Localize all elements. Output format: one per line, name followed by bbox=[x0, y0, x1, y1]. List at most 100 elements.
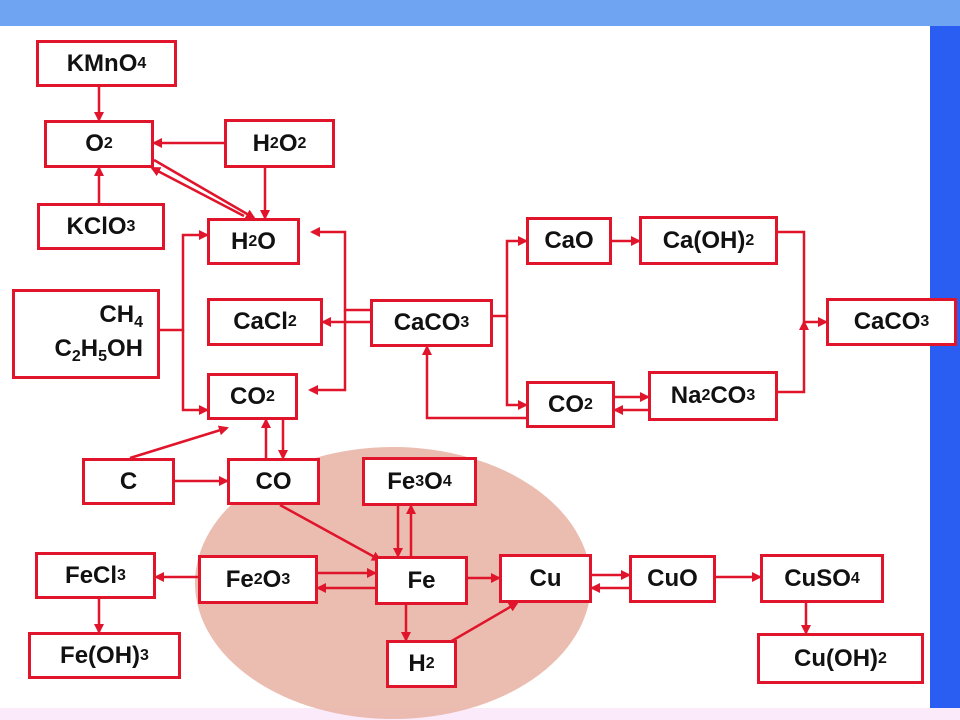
formula-text: Fe(OH) bbox=[60, 641, 141, 669]
formula-text: CuO bbox=[647, 565, 698, 592]
formula-text: Cu(OH) bbox=[794, 644, 879, 672]
bottom-bar bbox=[0, 708, 960, 720]
formula-subscript: 3 bbox=[746, 387, 756, 404]
formula-subscript: 2 bbox=[878, 649, 887, 667]
node-cuo: CuO bbox=[629, 555, 716, 603]
formula-text: CaO bbox=[544, 227, 594, 254]
formula-subscript: 4 bbox=[137, 54, 147, 72]
node-cu: Cu bbox=[499, 554, 592, 603]
arrow-caco3a-to-cao bbox=[493, 236, 528, 318]
formula-subscript: 2 bbox=[253, 570, 263, 588]
formula-text: CuSO bbox=[784, 564, 851, 592]
formula-subscript: 2 bbox=[745, 231, 755, 249]
formula-text: C bbox=[119, 467, 138, 495]
formula-text: O bbox=[262, 565, 282, 593]
formula-subscript: 2 bbox=[297, 134, 307, 152]
formula-text: H bbox=[252, 129, 270, 157]
formula-subscript: 3 bbox=[415, 472, 425, 490]
formula-text: O bbox=[278, 129, 298, 157]
formula-text: OH bbox=[107, 335, 143, 362]
formula-subscript: 3 bbox=[281, 570, 291, 588]
formula-text: H bbox=[231, 227, 249, 255]
formula-line: CH4 bbox=[99, 303, 143, 331]
formula-text: Fe bbox=[407, 566, 436, 594]
formula-text: KClO bbox=[66, 212, 127, 240]
formula-text: O bbox=[257, 227, 276, 255]
top-bar bbox=[0, 0, 960, 26]
formula-text: CaCO bbox=[853, 308, 921, 335]
formula-text: Fe bbox=[387, 467, 416, 495]
formula-text: H bbox=[80, 335, 99, 362]
arrow-co2b-to-caco3a bbox=[422, 345, 526, 420]
formula-subscript: 3 bbox=[920, 313, 930, 330]
arrow-h2o-to-o2 bbox=[150, 166, 245, 218]
arrow-caoh2-to-caco3b bbox=[778, 230, 828, 327]
formula-subscript: 2 bbox=[269, 134, 279, 152]
formula-text: Na bbox=[670, 382, 702, 409]
formula-text: C bbox=[54, 335, 72, 362]
formula-text: Ca(OH) bbox=[662, 226, 746, 254]
node-co: CO bbox=[227, 458, 320, 505]
formula-subscript: 4 bbox=[442, 472, 452, 490]
formula-text: FeCl bbox=[65, 561, 118, 589]
arrow-caco3a-to-co2b bbox=[505, 316, 528, 410]
arrow-ch4-to-h2o bbox=[160, 230, 209, 332]
node-c: C bbox=[82, 458, 175, 505]
arrow-c-to-co2a bbox=[129, 425, 229, 460]
formula-line: C2H5OH bbox=[55, 337, 144, 365]
formula-subscript: 4 bbox=[850, 569, 860, 587]
right-bar bbox=[930, 26, 960, 710]
formula-text: KMnO bbox=[66, 49, 138, 77]
node-cao: CaO bbox=[526, 217, 612, 265]
node-caoh2: Ca(OH)2 bbox=[639, 216, 778, 265]
formula-text: CaCl bbox=[233, 308, 288, 335]
formula-subscript: 2 bbox=[287, 313, 297, 330]
formula-subscript: 3 bbox=[117, 566, 126, 584]
formula-subscript: 3 bbox=[126, 217, 136, 235]
formula-text: H bbox=[408, 650, 426, 677]
arrow-ch4-to-co2a bbox=[181, 330, 209, 415]
formula-subscript: 2 bbox=[248, 232, 258, 250]
formula-text: CO bbox=[710, 382, 747, 409]
formula-text: CH bbox=[99, 301, 135, 328]
formula-subscript: 5 bbox=[98, 348, 107, 365]
formula-subscript: 3 bbox=[140, 646, 149, 664]
formula-subscript: 4 bbox=[134, 314, 143, 331]
node-fe: Fe bbox=[375, 556, 468, 605]
arrow-co-to-fe bbox=[279, 503, 382, 562]
arrow-na2co3-to-caco3b bbox=[778, 320, 809, 394]
formula-subscript: 2 bbox=[701, 387, 711, 404]
node-feoh3: Fe(OH)3 bbox=[28, 632, 181, 679]
formula-text: Cu bbox=[529, 564, 562, 592]
formula-subscript: 2 bbox=[266, 387, 275, 405]
formula-subscript: 2 bbox=[584, 395, 593, 413]
formula-text: CO bbox=[255, 467, 292, 495]
node-cuoh2: Cu(OH)2 bbox=[757, 633, 924, 684]
arrow-h2-to-cu bbox=[449, 601, 519, 644]
formula-subscript: 3 bbox=[460, 314, 470, 331]
formula-subscript: 2 bbox=[71, 348, 81, 365]
formula-text: CaCO bbox=[393, 309, 461, 336]
arrow-caco3a-to-h2o bbox=[310, 227, 370, 312]
formula-subscript: 2 bbox=[103, 135, 113, 152]
formula-text: CO bbox=[230, 382, 267, 410]
formula-text: O bbox=[85, 130, 104, 157]
formula-text: CO bbox=[548, 390, 585, 418]
arrow-o2-to-h2o bbox=[153, 158, 256, 220]
